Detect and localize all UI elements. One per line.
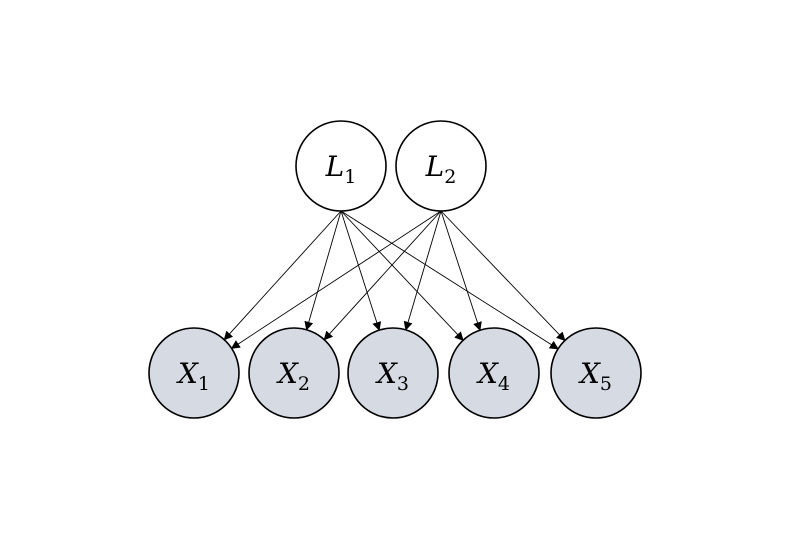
edge-l1-to-x2 — [304, 210, 342, 331]
edge-l2-to-x4 — [440, 210, 482, 332]
observed-node-label: X1 — [176, 357, 210, 395]
latent-node-circle — [295, 120, 387, 212]
edge-l1-to-x4 — [340, 210, 464, 341]
observed-node-label: X3 — [375, 357, 409, 395]
observed-node-x5: X5 — [550, 327, 642, 419]
observed-node-circle — [448, 327, 540, 419]
edge-l2-to-x5 — [440, 210, 566, 342]
edge-l2-to-x3 — [403, 210, 442, 331]
observed-node-circle — [148, 327, 240, 419]
latent-node-l1: L1 — [295, 120, 387, 212]
observed-node-x2: X2 — [248, 327, 340, 419]
observed-node-circle — [550, 327, 642, 419]
observed-node-x4: X4 — [448, 327, 540, 419]
edge-l1-to-x3 — [340, 210, 382, 332]
observed-node-circle — [347, 327, 439, 419]
edge-l1-to-x1 — [223, 210, 342, 341]
observed-node-label: X4 — [476, 357, 510, 395]
observed-node-x1: X1 — [148, 327, 240, 419]
edges-layer — [223, 210, 566, 350]
latent-node-circle — [395, 120, 487, 212]
latent-node-l2: L2 — [395, 120, 487, 212]
edge-l2-to-x1 — [230, 210, 442, 349]
latent-node-label: L2 — [425, 150, 457, 188]
observed-node-circle — [248, 327, 340, 419]
observed-node-x3: X3 — [347, 327, 439, 419]
edge-l1-to-x5 — [340, 210, 559, 350]
observed-node-label: X5 — [578, 357, 612, 395]
latent-node-label: L1 — [325, 150, 357, 188]
edge-l2-to-x2 — [323, 210, 442, 341]
observed-node-label: X2 — [276, 357, 310, 395]
